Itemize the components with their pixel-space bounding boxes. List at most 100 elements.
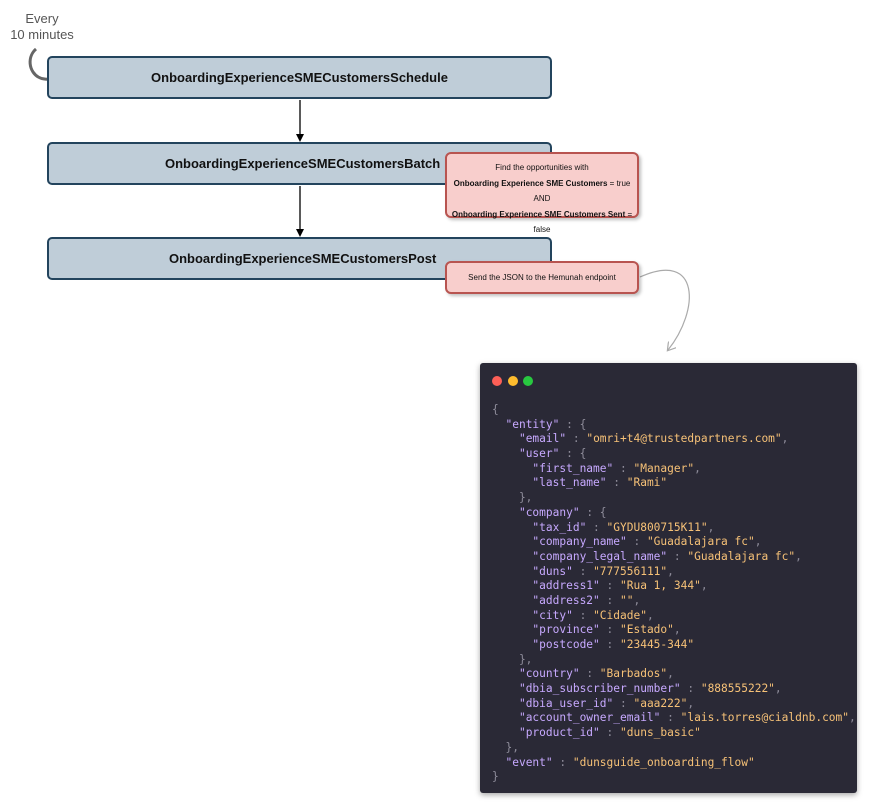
- json-key: "dbia_subscriber_number": [518, 682, 681, 696]
- code-line: "dbia_user_id" : "aaa222",: [492, 697, 855, 712]
- code-line: "account_owner_email" : "lais.torres@cia…: [492, 711, 856, 726]
- json-punctuation: [492, 756, 505, 769]
- code-line: "email" : "omri+t4@trustedpartners.com",: [492, 432, 855, 447]
- code-line: }: [492, 770, 855, 785]
- json-key: "last_name": [532, 476, 607, 490]
- json-code-window: { "entity" : { "email" : "omri+t4@truste…: [480, 363, 857, 793]
- json-value: "duns_basic": [620, 726, 701, 740]
- json-key: "event": [505, 755, 553, 769]
- json-punctuation: [492, 594, 532, 607]
- json-punctuation: ,: [707, 520, 715, 534]
- json-punctuation: ,: [646, 608, 654, 622]
- json-value: "Cidade": [593, 608, 647, 622]
- json-punctuation: [492, 565, 532, 578]
- code-line: "company" : {: [492, 506, 855, 521]
- json-punctuation: [492, 521, 532, 534]
- json-punctuation: [492, 447, 519, 460]
- json-key: "email": [518, 432, 567, 446]
- json-punctuation: :: [626, 535, 647, 549]
- json-punctuation: ,: [774, 682, 782, 696]
- json-punctuation: ,: [700, 579, 708, 593]
- step-post: OnboardingExperienceSMECustomersPost: [47, 237, 552, 280]
- json-value: "777556111": [593, 564, 668, 578]
- json-punctuation: },: [492, 491, 533, 505]
- json-punctuation: [492, 506, 519, 519]
- json-value: "lais.torres@cialdnb.com": [680, 711, 850, 725]
- json-punctuation: :: [566, 432, 587, 446]
- json-punctuation: :: [599, 623, 620, 637]
- json-value: "": [620, 593, 634, 607]
- json-punctuation: ,: [754, 535, 762, 549]
- code-line: "product_id" : "duns_basic": [492, 726, 855, 741]
- json-punctuation: :: [586, 520, 607, 534]
- json-key: "company": [518, 505, 580, 519]
- note-filter-line2-value: = true: [607, 178, 631, 188]
- code-line: "entity" : {: [492, 418, 855, 433]
- json-key: "postcode": [532, 638, 600, 651]
- json-punctuation: {: [492, 403, 499, 416]
- json-value: "GYDU800715K11": [606, 520, 708, 534]
- json-value: "Barbados": [599, 667, 668, 681]
- json-punctuation: [492, 609, 532, 622]
- json-punctuation: :: [579, 667, 600, 681]
- json-punctuation: [492, 726, 519, 739]
- json-punctuation: :: [599, 638, 620, 651]
- note-send-json: Send the JSON to the Hemunah endpoint: [445, 261, 639, 294]
- timer-label-line1: Every: [25, 11, 59, 26]
- note-filter-criteria: Find the opportunities with Onboarding E…: [445, 152, 639, 234]
- note-filter-line2: Onboarding Experience SME Customers = tr…: [447, 176, 637, 192]
- json-punctuation: ,: [849, 711, 856, 725]
- json-punctuation: [492, 682, 519, 695]
- json-key: "province": [532, 623, 600, 637]
- json-punctuation: [492, 638, 532, 651]
- code-line: "first_name" : "Manager",: [492, 462, 855, 477]
- json-punctuation: ,: [667, 564, 674, 578]
- json-punctuation: :: [613, 461, 634, 475]
- note-filter-line4: Onboarding Experience SME Customers Sent…: [447, 207, 637, 238]
- json-value: "dunsguide_onboarding_flow": [572, 755, 755, 769]
- json-punctuation: :: [572, 564, 594, 578]
- note-filter-line4-field: Onboarding Experience SME Customers Sent: [451, 209, 626, 219]
- json-punctuation: ,: [667, 667, 674, 681]
- json-punctuation: [492, 623, 532, 636]
- json-punctuation: :: [680, 682, 701, 696]
- json-key: "dbia_user_id": [518, 696, 614, 710]
- code-line: "duns" : "777556111",: [492, 565, 855, 580]
- code-line: "address2" : "",: [492, 594, 855, 609]
- code-line: },: [492, 653, 855, 668]
- code-line: },: [492, 741, 855, 756]
- step-schedule: OnboardingExperienceSMECustomersSchedule: [47, 56, 552, 99]
- json-punctuation: [492, 697, 519, 710]
- json-value: "Rua 1, 344": [620, 579, 701, 593]
- json-punctuation: :: [667, 549, 688, 563]
- note-filter-line2-field: Onboarding Experience SME Customers: [453, 178, 608, 188]
- window-minimize-dot: [508, 376, 518, 386]
- json-punctuation: ,: [795, 549, 802, 563]
- window-maximize-dot: [523, 376, 533, 386]
- json-punctuation: [492, 711, 519, 724]
- note-filter-line4-value: = false: [533, 209, 633, 235]
- json-punctuation: },: [492, 652, 533, 666]
- arrow-send-to-json: [639, 269, 690, 350]
- json-value: "Estado": [620, 623, 674, 637]
- json-value: "Guadalajara fc": [687, 549, 796, 563]
- json-punctuation: [492, 432, 519, 445]
- json-punctuation: :: [572, 608, 594, 622]
- json-punctuation: ,: [694, 461, 701, 475]
- json-code-body: { "entity" : { "email" : "omri+t4@truste…: [492, 403, 856, 785]
- json-punctuation: :: [613, 696, 634, 710]
- json-key: "product_id": [518, 726, 600, 740]
- code-line: "address1" : "Rua 1, 344",: [492, 579, 855, 594]
- code-line: "dbia_subscriber_number" : "888555222",: [492, 682, 855, 697]
- code-line: "tax_id" : "GYDU800715K11",: [492, 521, 855, 536]
- json-key: "address1": [532, 579, 600, 593]
- json-key: "account_owner_email": [518, 711, 661, 725]
- json-key: "address2": [532, 593, 600, 607]
- json-value: "omri+t4@trustedpartners.com": [586, 432, 782, 446]
- code-line: "user" : {: [492, 447, 855, 462]
- json-value: "888555222": [700, 682, 775, 696]
- json-key: "company_legal_name": [532, 549, 668, 563]
- json-punctuation: },: [492, 740, 519, 754]
- json-punctuation: ,: [673, 623, 681, 637]
